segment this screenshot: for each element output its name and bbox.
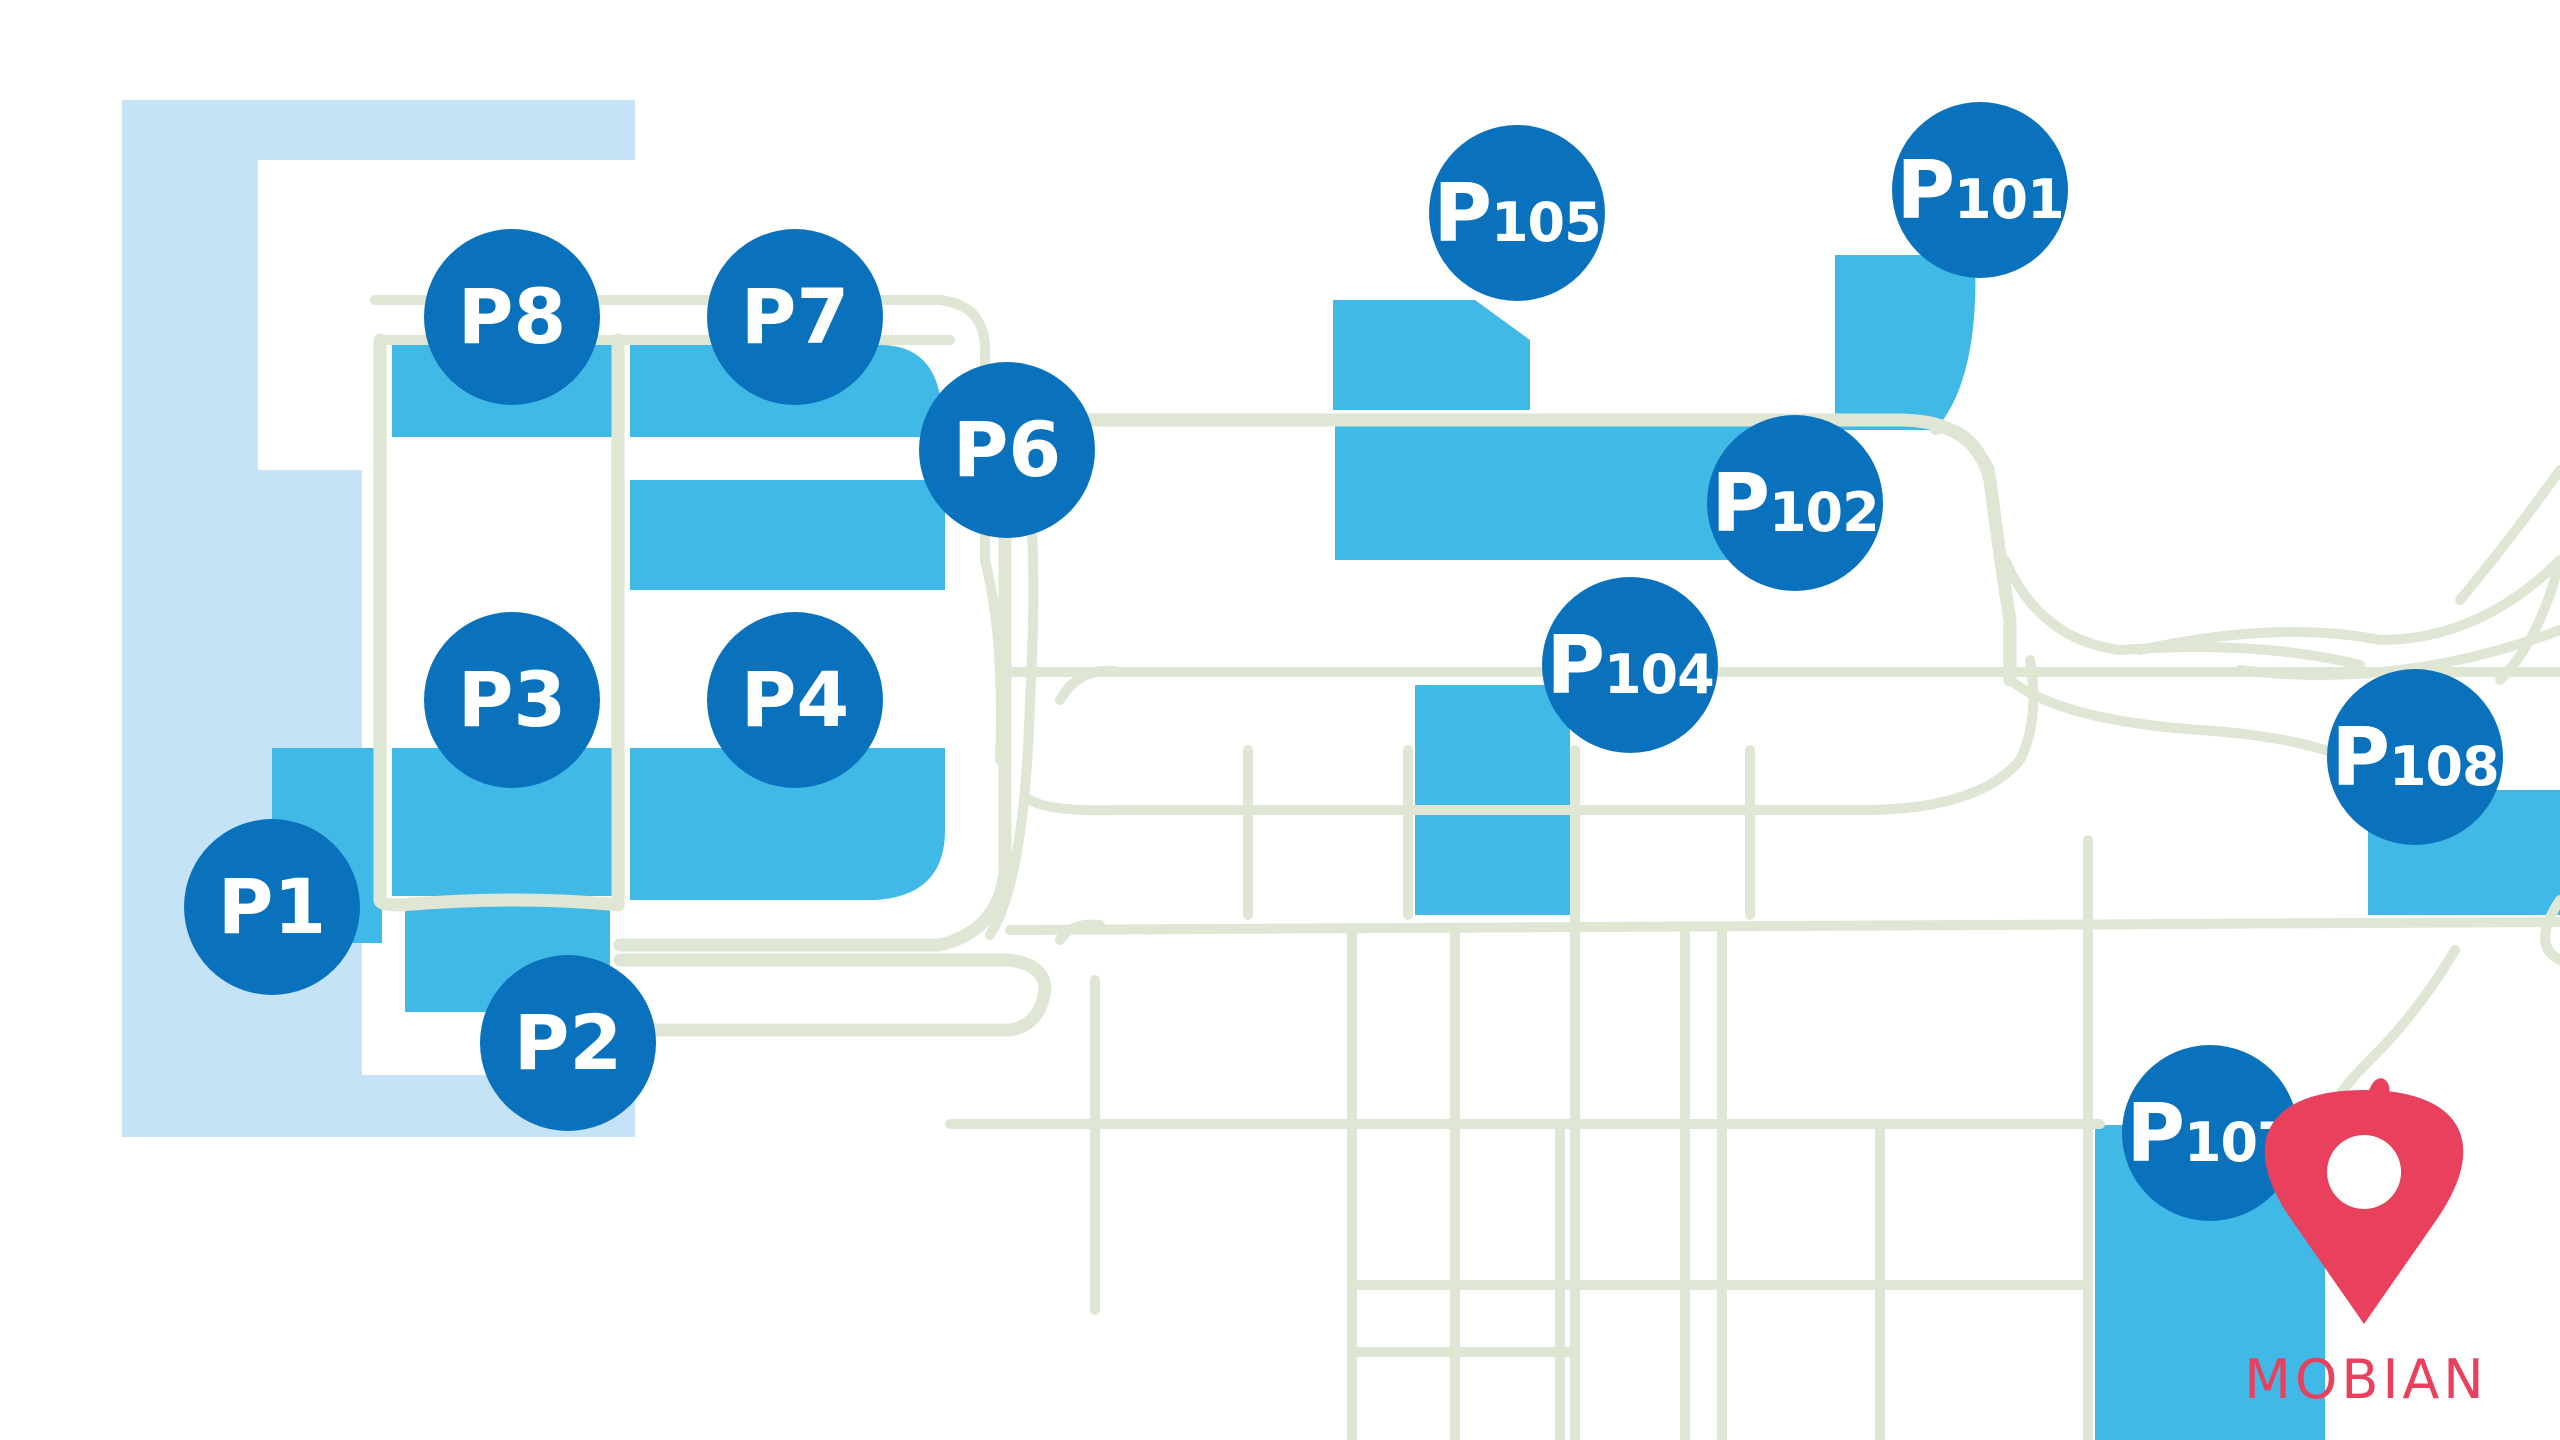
marker-label: P104	[1546, 619, 1713, 712]
marker-prefix: P	[741, 272, 797, 361]
parking-marker-p105[interactable]: P105	[1429, 125, 1605, 301]
marker-label: P4	[741, 655, 850, 744]
parking-marker-p104[interactable]: P104	[1542, 577, 1718, 753]
parking-marker-p2[interactable]: P2	[480, 955, 656, 1131]
marker-circle	[707, 612, 883, 788]
marker-label: P101	[1896, 144, 2063, 237]
marker-number: 101	[1954, 168, 2064, 231]
marker-prefix: P	[514, 998, 570, 1087]
marker-circle	[424, 229, 600, 405]
lot-p105	[1333, 300, 1530, 410]
marker-prefix: P	[1711, 457, 1769, 550]
marker-prefix: P	[1433, 167, 1491, 260]
marker-number: 6	[1008, 405, 1061, 494]
marker-label: P3	[458, 655, 567, 744]
marker-number: 105	[1491, 191, 1601, 254]
parking-marker-p3[interactable]: P3	[424, 612, 600, 788]
brand-name: MOBIAN	[2244, 1348, 2487, 1411]
lot-p101	[1835, 255, 1976, 430]
marker-number: 108	[2389, 735, 2499, 798]
parking-marker-p6[interactable]: P6	[919, 362, 1095, 538]
marker-prefix: P	[953, 405, 1009, 494]
marker-circle	[1542, 577, 1718, 753]
marker-label: P102	[1711, 457, 1878, 550]
marker-circle	[1707, 415, 1883, 591]
lot-p102	[1335, 425, 1775, 560]
marker-label: P1	[218, 862, 327, 951]
marker-prefix: P	[1546, 619, 1604, 712]
marker-circle	[184, 819, 360, 995]
marker-circle	[424, 612, 600, 788]
marker-number: 8	[513, 272, 566, 361]
location-pin-shape	[2264, 1090, 2464, 1324]
marker-label: P105	[1433, 167, 1600, 260]
marker-number: 4	[796, 655, 849, 744]
marker-prefix: P	[458, 655, 514, 744]
marker-label: P7	[741, 272, 850, 361]
marker-prefix: P	[2126, 1087, 2184, 1180]
road-network	[370, 295, 2560, 1440]
parking-marker-p4[interactable]: P4	[707, 612, 883, 788]
marker-label: P108	[2331, 711, 2498, 804]
marker-label: P6	[953, 405, 1062, 494]
brand-logo: MOBIAN	[2244, 1078, 2487, 1411]
lot-p4	[630, 748, 945, 900]
lot-p6	[630, 480, 945, 590]
parking-marker-p8[interactable]: P8	[424, 229, 600, 405]
parking-marker-p108[interactable]: P108	[2327, 669, 2503, 845]
marker-label: P2	[514, 998, 623, 1087]
marker-circle	[1892, 102, 2068, 278]
parking-marker-p101[interactable]: P101	[1892, 102, 2068, 278]
marker-number: 1	[273, 862, 326, 951]
marker-prefix: P	[218, 862, 274, 951]
marker-circle	[1429, 125, 1605, 301]
parking-marker-p102[interactable]: P102	[1707, 415, 1883, 591]
marker-circle	[2122, 1045, 2298, 1221]
marker-number: 104	[1604, 643, 1714, 706]
parking-marker-p7[interactable]: P7	[707, 229, 883, 405]
marker-prefix: P	[1896, 144, 1954, 237]
marker-circle	[480, 955, 656, 1131]
marker-circle	[919, 362, 1095, 538]
marker-circle	[2327, 669, 2503, 845]
lot-p104	[1415, 685, 1570, 915]
marker-prefix: P	[2331, 711, 2389, 804]
marker-label: P8	[458, 272, 567, 361]
marker-prefix: P	[458, 272, 514, 361]
marker-number: 3	[513, 655, 566, 744]
marker-number: 102	[1769, 481, 1879, 544]
parking-marker-p107[interactable]: P107	[2122, 1045, 2298, 1221]
marker-prefix: P	[741, 655, 797, 744]
marker-number: 7	[796, 272, 849, 361]
marker-number: 2	[569, 998, 622, 1087]
parking-marker-p1[interactable]: P1	[184, 819, 360, 995]
marker-circle	[707, 229, 883, 405]
